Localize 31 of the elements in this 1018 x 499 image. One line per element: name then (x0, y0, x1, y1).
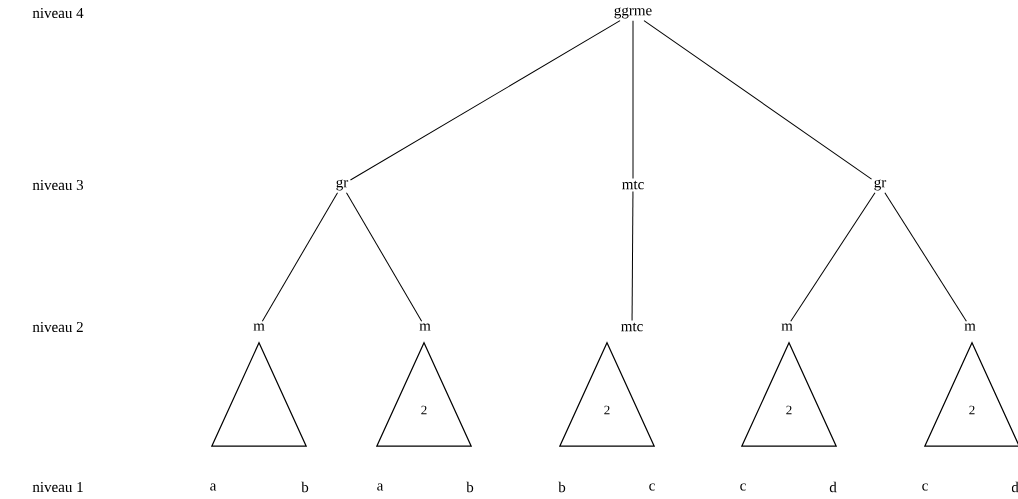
tree-line (346, 192, 423, 322)
tree-line (790, 192, 876, 322)
tree-label: gr (874, 179, 887, 191)
tree-label: mtc (622, 180, 644, 190)
leaf-letter: b (558, 481, 566, 493)
level-label: niveau 4 (32, 7, 84, 19)
leaf-letter: c (740, 483, 746, 491)
tree-label: m (964, 323, 976, 331)
level-label: niveau 2 (32, 321, 83, 333)
tree-label: m (781, 323, 793, 331)
tree-label: gr (336, 179, 349, 191)
tree-label: m (419, 323, 431, 331)
tree-line (631, 191, 634, 321)
level-label: niveau 1 (32, 481, 83, 493)
leaf-letter: b (301, 481, 309, 493)
tree-line (632, 20, 634, 179)
leaf-letter: d (1011, 481, 1018, 493)
tree-label: ggrme (614, 7, 652, 19)
leaf-letter: c (922, 483, 928, 491)
tree-line (643, 20, 873, 180)
tree-line (261, 192, 339, 322)
leaf-letter: a (210, 483, 217, 491)
level-label: niveau 3 (32, 179, 84, 191)
tree-label: mtc (621, 322, 643, 332)
tree-line (349, 20, 621, 181)
leaf-letter: c (649, 483, 655, 491)
leaf-letter: b (466, 481, 474, 493)
tree-label: m (253, 323, 265, 331)
leaf-letter: d (829, 481, 837, 493)
tree-line (884, 192, 967, 322)
leaf-letter: a (377, 483, 384, 491)
